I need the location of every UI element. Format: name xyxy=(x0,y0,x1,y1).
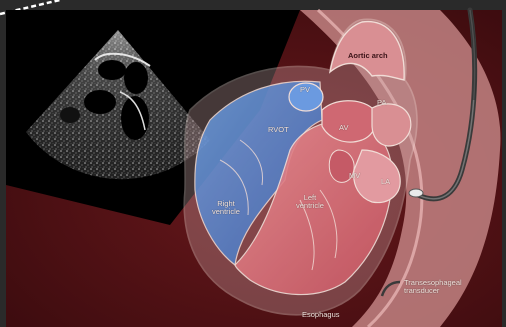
label-av: AV xyxy=(339,124,348,132)
label-la: LA xyxy=(381,178,390,186)
label-left-ventricle: Left ventricle xyxy=(296,194,324,210)
label-transducer: Transesophageal transducer xyxy=(404,279,462,295)
label-right-ventricle: Right ventricle xyxy=(212,200,240,216)
probe-tip xyxy=(409,189,423,197)
label-pa: PA xyxy=(377,99,386,107)
label-esophagus: Esophagus xyxy=(302,311,340,319)
label-pv: PV xyxy=(300,86,310,94)
label-aortic-arch: Aortic arch xyxy=(348,52,388,60)
label-mv: MV xyxy=(349,172,360,180)
aortic-valve-shape xyxy=(322,101,376,142)
label-rvot: RVOT xyxy=(268,126,289,134)
pulmonary-artery-shape xyxy=(372,104,411,146)
